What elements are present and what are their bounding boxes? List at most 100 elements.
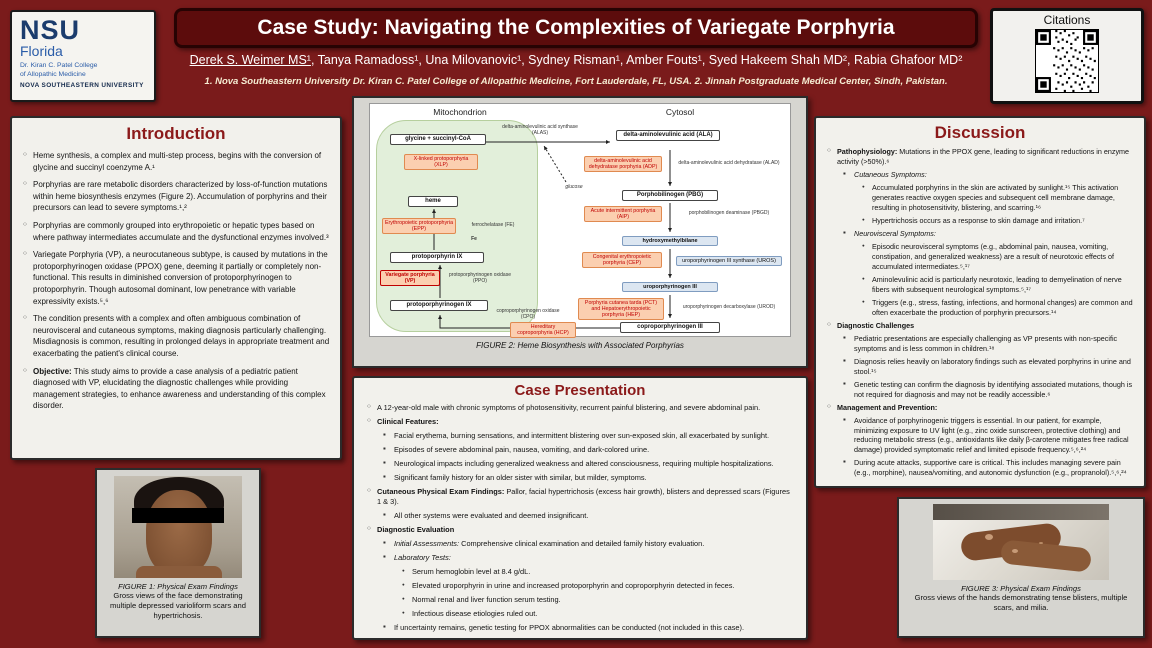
item-text: Comprehensive clinical examination and d…	[459, 538, 705, 548]
photo-background	[933, 504, 1109, 520]
list-item: Diagnostic Evaluation	[366, 525, 794, 535]
cytosol-label: Cytosol	[665, 107, 695, 117]
introduction-list: Heme synthesis, a complex and multi-step…	[22, 150, 330, 412]
list-item: Management and Prevention:	[826, 403, 1134, 413]
list-item: Laboratory Tests:	[366, 552, 794, 563]
item-text: Episodes of severe abdominal pain, nause…	[394, 444, 650, 454]
item-lead: Management and Prevention:	[837, 402, 938, 412]
item-text: Porphyrias are rare metabolic disorders …	[33, 180, 328, 213]
list-item: Cutaneous Symptoms:	[826, 169, 1134, 180]
item-text: Variegate Porphyria (VP), a neurocutaneo…	[33, 250, 328, 306]
list-item: Neurological impacts including generaliz…	[366, 458, 794, 469]
node-coproporphyrinogen-iii: coproporphyrinogen III	[620, 322, 720, 333]
list-item: Pathophysiology: Mutations in the PPOX g…	[826, 147, 1134, 166]
item-text: The condition presents with a complex an…	[33, 314, 330, 358]
item-text: This study aims to provide a case analys…	[33, 366, 326, 411]
list-item: Hypertrichosis occurs as a response to s…	[826, 216, 1134, 226]
title-bar: Case Study: Navigating the Complexities …	[174, 8, 978, 48]
item-text: Elevated uroporphyrin in urine and incre…	[412, 580, 735, 590]
list-item: Genetic testing can confirm the diagnosi…	[826, 379, 1134, 399]
node-protoporphyrin-ix: protoporphyrin IX	[390, 252, 484, 263]
figure2-box: Mitochondrion Cytosol glycine + succinyl…	[352, 96, 808, 368]
figure1-caption-text: Gross views of the face demonstrating mu…	[110, 591, 246, 620]
list-item: Porphyrias are commonly grouped into ery…	[22, 220, 330, 243]
list-item: Accumulated porphyrins in the skin are a…	[826, 183, 1134, 212]
node-uros-enzyme: uroporphyrinogen III synthase (UROS)	[676, 256, 782, 267]
list-item: Aminolevulinic acid is particularly neur…	[826, 275, 1134, 294]
list-item: Serum hemoglobin level at 8.4 g/dL.	[366, 567, 794, 577]
list-item: Normal renal and liver function serum te…	[366, 595, 794, 605]
item-text: Avoidance of porphyrinogenic triggers is…	[854, 416, 1129, 455]
hand-right	[999, 539, 1093, 573]
face	[146, 490, 212, 576]
item-lead: Diagnostic Evaluation	[377, 524, 455, 534]
node-urod-enzyme: uroporphyrinogen decarboxylase (UROD)	[682, 304, 776, 310]
node-glycine-succinyl-coa: glycine + succinyl-CoA	[390, 134, 486, 145]
discussion-section: Discussion Pathophysiology: Mutations in…	[814, 116, 1146, 488]
list-item: Heme synthesis, a complex and multi-step…	[22, 150, 330, 173]
item-text: Normal renal and liver function serum te…	[412, 594, 561, 604]
item-lead: Laboratory Tests:	[394, 552, 451, 562]
list-item: Elevated uroporphyrin in urine and incre…	[366, 581, 794, 591]
item-lead: Objective:	[33, 366, 72, 376]
introduction-section: Introduction Heme synthesis, a complex a…	[10, 116, 342, 460]
author-first: Derek S. Weimer MS¹	[189, 53, 311, 67]
node-hcp: Hereditary coproporphyria (HCP)	[510, 322, 576, 339]
node-adp: delta-aminolevulinic acid dehydratase po…	[584, 156, 662, 173]
authors-line: Derek S. Weimer MS¹, Tanya Ramadoss¹, Un…	[174, 53, 978, 67]
node-xlp: X-linked protoporphyria (XLP)	[404, 154, 478, 171]
node-ala: delta-aminolevulinic acid (ALA)	[616, 130, 720, 141]
item-text: Episodic neurovisceral symptoms (e.g., a…	[872, 242, 1114, 271]
case-presentation-section: Case Presentation A 12-year-old male wit…	[352, 376, 808, 640]
figure2-caption: FIGURE 2: Heme Biosynthesis with Associa…	[476, 341, 684, 350]
item-text: Serum hemoglobin level at 8.4 g/dL.	[412, 566, 531, 576]
figure1-photo	[114, 476, 242, 578]
qr-code-icon	[1035, 29, 1099, 93]
figure3-caption-text: Gross views of the hands demonstrating t…	[914, 593, 1128, 612]
item-text: Facial erythema, burning sensations, and…	[394, 430, 770, 440]
heme-biosynthesis-diagram: Mitochondrion Cytosol glycine + succinyl…	[369, 103, 791, 339]
list-item: A 12-year-old male with chronic symptoms…	[366, 403, 794, 413]
list-item: All other systems were evaluated and dee…	[366, 510, 794, 521]
item-text: All other systems were evaluated and dee…	[394, 510, 589, 520]
node-uroporphyrinogen-iii: uroporphyrinogen III	[622, 282, 718, 293]
list-item: Episodic neurovisceral symptoms (e.g., a…	[826, 242, 1134, 271]
page-title: Case Study: Navigating the Complexities …	[257, 16, 895, 39]
list-item: Objective: This study aims to provide a …	[22, 366, 330, 412]
list-item: Cutaneous Physical Exam Findings: Pallor…	[366, 487, 794, 507]
node-epp: Erythropoietic protoporphyria (EPP)	[382, 218, 456, 235]
item-text: Accumulated porphyrins in the skin are a…	[872, 183, 1119, 212]
node-ppo-enzyme: protoporphyrinogen oxidase (PPO)	[449, 272, 511, 284]
figure1-caption-title: FIGURE 1: Physical Exam Findings	[118, 582, 238, 591]
node-aip: Acute intermittent porphyria (AIP)	[584, 206, 662, 223]
node-ferrochelatase: ferrochelatase (FE)	[471, 222, 515, 228]
node-pbgd-enzyme: porphobilinogen deaminase (PBGD)	[688, 210, 770, 216]
item-text: Infectious disease etiologies ruled out.	[412, 608, 538, 618]
item-lead: Neurovisceral Symptoms:	[854, 229, 936, 239]
item-text: Hypertrichosis occurs as a response to s…	[872, 215, 1085, 225]
affiliation-line: 1. Nova Southeastern University Dr. Kira…	[204, 76, 948, 87]
item-text: Pediatric presentations are especially c…	[854, 334, 1118, 353]
node-cep: Congenital erythropoietic porphyria (CEP…	[582, 252, 662, 269]
list-item: During acute attacks, supportive care is…	[826, 457, 1134, 477]
list-item: Triggers (e.g., stress, fasting, infecti…	[826, 298, 1134, 317]
node-alas-enzyme: delta-aminolevulinic acid synthase (ALAS…	[502, 124, 578, 136]
item-lead: Initial Assessments:	[394, 538, 460, 548]
nsu-florida: Florida	[20, 43, 63, 59]
mitochondrion-label: Mitochondrion	[433, 107, 487, 117]
list-item: Diagnostic Challenges	[826, 321, 1134, 331]
nsu-college-line: Dr. Kiran C. Patel College of Allopathic…	[20, 62, 146, 79]
list-item: Neurovisceral Symptoms:	[826, 228, 1134, 239]
discussion-title: Discussion	[934, 123, 1026, 142]
list-item: If uncertainty remains, genetic testing …	[366, 622, 794, 633]
item-text: Neurological impacts including generaliz…	[394, 458, 774, 468]
list-item: Episodes of severe abdominal pain, nause…	[366, 444, 794, 455]
item-text: Porphyrias are commonly grouped into ery…	[33, 220, 329, 242]
nsu-university-line: NOVA SOUTHEASTERN UNIVERSITY	[20, 82, 144, 90]
list-item: Facial erythema, burning sensations, and…	[366, 430, 794, 441]
nsu-college-line1: Dr. Kiran C. Patel College	[20, 62, 98, 70]
item-lead: Cutaneous Physical Exam Findings:	[377, 486, 505, 496]
citations-box: Citations	[990, 8, 1144, 104]
node-fe: Fe	[471, 236, 477, 242]
